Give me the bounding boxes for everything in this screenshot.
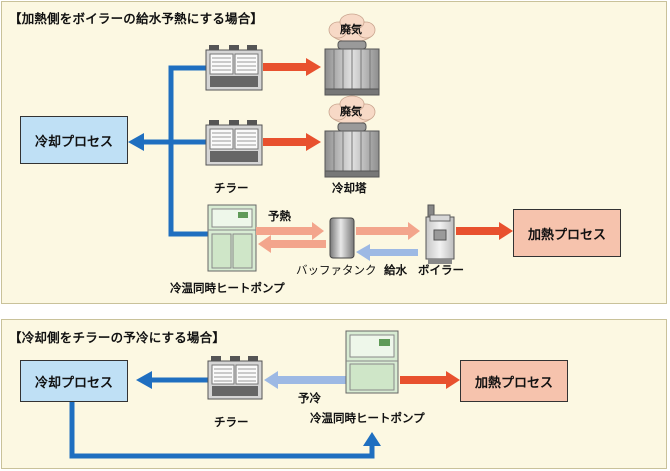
preheat-return-arrow-left [258,235,326,253]
heatpump-to-heating-arrow [400,371,460,389]
chiller-label-p2: チラー [214,415,249,429]
heat-pump-unit-p1 [207,204,257,272]
panel1-title: 【加熱側をボイラーの給水予熱にする場合】 [9,11,264,26]
exhaust-label-mid: 廃気 [340,105,362,118]
heating-process-box-p1: 加熱プロセス [513,209,621,257]
cooling-tower-top [324,40,380,96]
buffer-tank-label: バッファタンク [296,263,377,277]
cooling-process-box-p1: 冷却プロセス [20,116,128,164]
cooling-return-arrowhead [128,133,144,151]
boiler-to-heating-arrow [456,222,513,240]
chiller-to-tower-arrow-mid [263,133,321,151]
cooling-loop-p2-arrowhead-up [363,432,381,446]
exhaust-label-top: 廃気 [340,23,362,36]
chiller-unit-mid [205,120,263,166]
cooling-loop-lines-p2 [69,377,375,459]
boiler-label: ボイラー [418,263,464,277]
tank-to-boiler-arrow [356,222,420,240]
precool-arrow [264,371,346,389]
heat-pump-label-p2: 冷温同時ヒートポンプ [310,411,425,425]
cooling-process-box-p2: 冷却プロセス [20,360,128,402]
preheat-label: 予熱 [268,209,291,223]
feed-water-label: 給水 [384,263,407,277]
feed-water-arrow [356,244,418,261]
boiler-unit [425,204,455,264]
exhaust-cloud-top [328,13,376,43]
cooling-tower-label: 冷却塔 [332,181,367,195]
heating-process-box-p2: 加熱プロセス [460,360,568,402]
cooling-loop-lines [142,65,210,237]
exhaust-cloud-mid [328,95,376,125]
heat-pump-unit-p2 [345,330,399,394]
chiller-to-process-arrowhead [136,371,152,389]
preheat-arrow-right [256,222,324,240]
chiller-unit-top [205,45,263,91]
buffer-tank [329,217,355,259]
chiller-unit-p2 [207,356,263,400]
chiller-label-p1: チラー [214,181,249,195]
heat-pump-label-p1: 冷温同時ヒートポンプ [170,281,285,295]
cooling-tower-mid [324,122,380,178]
precool-label: 予冷 [298,391,321,405]
panel2-title: 【冷却側をチラーの予冷にする場合】 [9,330,226,345]
chiller-to-tower-arrow-top [263,58,321,76]
